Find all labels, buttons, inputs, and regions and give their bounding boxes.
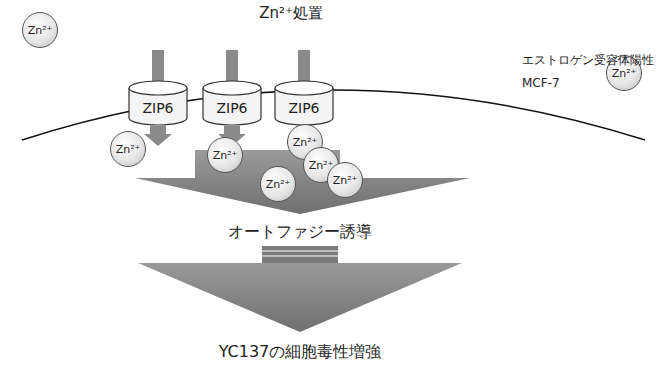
zinc-ion: Zn²⁺ (327, 162, 363, 198)
zinc-ion: Zn²⁺ (207, 137, 243, 173)
transporter-name: ZIP6 (142, 100, 173, 116)
influx-bar (226, 50, 238, 84)
influx-arrow (144, 126, 172, 146)
result-arrow (138, 263, 462, 332)
transporter-cylinder: ZIP6 (202, 80, 262, 126)
ion-label: Zn²⁺ (213, 149, 238, 162)
step-label: オートファジー誘導 (228, 222, 372, 243)
result-label: YC137の細胞毒性増強 (219, 342, 382, 363)
ion-label: Zn²⁺ (293, 136, 318, 149)
arrow-line (262, 250, 338, 251)
ion-label: Zn²⁺ (28, 24, 53, 37)
arrow-line (262, 255, 338, 256)
zinc-ion: Zn²⁺ (260, 166, 296, 202)
ion-label: Zn²⁺ (333, 174, 358, 187)
ion-label: Zn²⁺ (116, 143, 141, 156)
arrow-shaft (262, 246, 338, 263)
cell-line-label: MCF-7 (522, 76, 560, 90)
ion-label: Zn²⁺ (266, 178, 291, 191)
transporter-name: ZIP6 (216, 100, 247, 116)
title: Zn²⁺処置 (259, 4, 323, 23)
transporter-cylinder: ZIP6 (274, 80, 334, 126)
transporter-name: ZIP6 (288, 100, 319, 116)
ion-label: Zn²⁺ (612, 67, 637, 80)
influx-bar (298, 50, 310, 84)
influx-bar (152, 50, 164, 84)
cell-line-label: エストロゲン受容体陽性 (522, 52, 654, 69)
transporter-cylinder: ZIP6 (128, 80, 188, 126)
zinc-ion: Zn²⁺ (22, 12, 58, 48)
zinc-ion: Zn²⁺ (110, 131, 146, 167)
